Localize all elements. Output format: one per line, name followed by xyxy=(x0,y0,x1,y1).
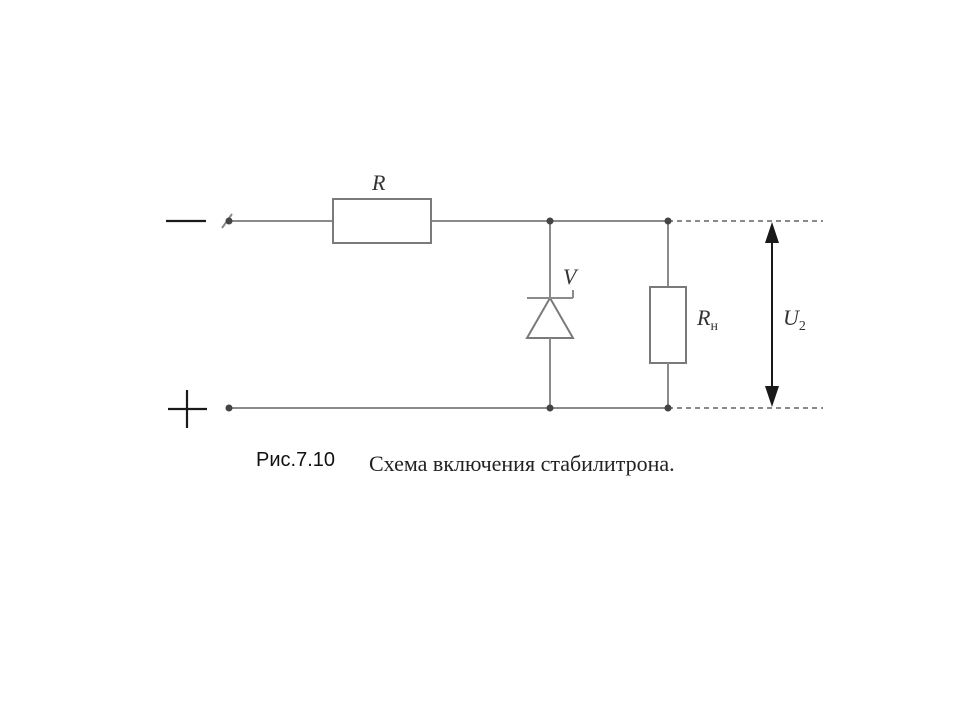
resistor-label: R xyxy=(371,170,386,195)
output-voltage-label-sub: 2 xyxy=(799,319,806,334)
junction-dot xyxy=(546,404,554,412)
junction-dot xyxy=(664,217,672,225)
junction-dot xyxy=(225,217,233,225)
junction-dot xyxy=(225,404,233,412)
load-resistor xyxy=(649,221,687,408)
figure-caption-text: Схема включения стабилитрона. xyxy=(369,451,675,476)
output-voltage-label: U2 xyxy=(783,305,806,334)
load-resistor-label-main: R xyxy=(696,305,711,330)
zener-label: V xyxy=(563,264,579,289)
series-resistor xyxy=(332,198,432,244)
positive-terminal-symbol xyxy=(168,390,207,428)
junction-dot xyxy=(546,217,554,225)
output-voltage-label-main: U xyxy=(783,305,801,330)
figure-caption-prefix: Рис.7.10 xyxy=(256,449,335,471)
zener-diode xyxy=(525,221,575,408)
junction-dot xyxy=(664,404,672,412)
load-resistor-label: Rн xyxy=(696,305,718,334)
output-voltage-arrow xyxy=(765,222,779,407)
load-resistor-label-sub: н xyxy=(710,319,718,334)
